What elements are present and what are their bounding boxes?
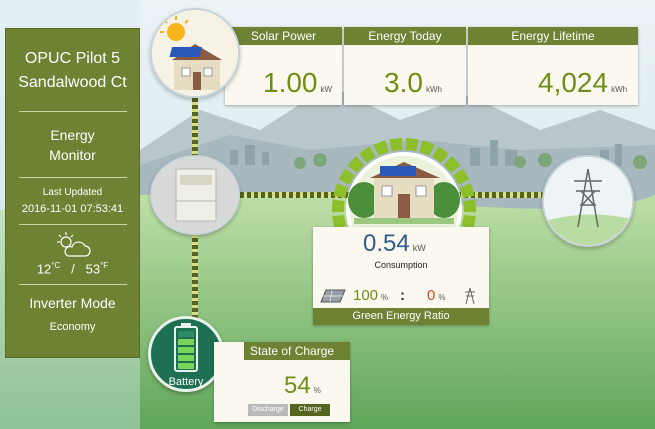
house-icon — [348, 162, 460, 224]
grid-percent-unit: % — [438, 293, 446, 302]
gauge-segment — [405, 138, 419, 152]
battery-node[interactable]: Battery — [148, 316, 224, 392]
gauge-segment — [453, 168, 470, 185]
gauge-segment — [459, 183, 475, 199]
battery-level-bar — [178, 339, 194, 345]
inverter-mode-value: Economy — [49, 321, 96, 334]
green-energy-ratio-label: Green Energy Ratio — [313, 308, 489, 325]
panel-title-line1: Energy — [50, 127, 95, 143]
solar-house-icon — [152, 10, 238, 96]
inverter-node[interactable] — [150, 155, 240, 235]
grid-node[interactable] — [542, 155, 634, 247]
last-updated-label: Last Updated — [42, 187, 103, 198]
site-info-panel: OPUC Pilot 5 Sandalwood Ct Energy Monito… — [5, 28, 140, 358]
energy-today-unit: kWh — [425, 85, 442, 94]
temperature: 12°C / 53°F — [6, 261, 139, 276]
inverter-mode-label: Inverter Mode — [29, 295, 116, 312]
temp-celsius: 12 — [36, 261, 52, 277]
gauge-segment — [359, 146, 376, 164]
temp-fahrenheit-unit: °F — [100, 261, 109, 270]
weather-icon-wrap — [6, 229, 139, 257]
gauge-segment — [419, 140, 435, 156]
temp-separator: / — [71, 261, 75, 277]
grid-energy-percent: 0% — [427, 287, 445, 304]
consumption-label: Consumption — [374, 260, 428, 270]
battery-level-bar — [178, 331, 194, 337]
soc-number: 54 — [284, 372, 311, 399]
solar-power-label: Solar Power — [225, 27, 342, 45]
gauge-segment — [333, 183, 349, 199]
ratio-separator: : — [400, 287, 405, 304]
solar-panel-icon — [320, 289, 346, 303]
solar-power-number: 1.00 — [263, 67, 318, 98]
gauge-segment — [389, 138, 403, 152]
battery-level-bar — [178, 363, 194, 369]
solar-house-node[interactable] — [150, 8, 240, 98]
energy-today-label: Energy Today — [344, 27, 466, 45]
battery-level-bar — [178, 355, 194, 361]
gauge-segment — [432, 146, 449, 164]
grid-percent-number: 0 — [427, 287, 436, 304]
state-of-charge-panel: State of Charge 54% Discharge Charge — [214, 342, 350, 422]
battery-label: Battery — [168, 376, 204, 388]
soc-unit: % — [313, 386, 321, 395]
discharge-button[interactable]: Discharge — [248, 404, 288, 416]
gauge-segment — [463, 199, 476, 213]
green-ratio-gauge — [332, 138, 476, 245]
state-of-charge-label: State of Charge — [244, 342, 350, 360]
battery-level-bar — [178, 347, 194, 353]
panel-title: Energy Monitor — [6, 125, 139, 165]
gauge-segment — [443, 156, 461, 173]
green-percent-unit: % — [381, 293, 389, 302]
gauge-segment — [373, 140, 389, 156]
power-tower-icon — [544, 157, 632, 245]
grid-tower-small-icon — [465, 287, 475, 305]
energy-lifetime-unit: kWh — [611, 85, 628, 94]
gauge-segment — [332, 199, 345, 213]
solar-power-unit: kW — [320, 85, 333, 94]
divider — [18, 224, 127, 225]
temp-fahrenheit: 53 — [85, 261, 101, 277]
gauge-segment — [347, 156, 365, 173]
panel-title-line2: Monitor — [49, 147, 96, 163]
gauge-segment — [461, 215, 476, 229]
green-percent-number: 100 — [353, 287, 379, 304]
site-name-line1: OPUC Pilot 5 — [24, 50, 121, 67]
charge-button[interactable]: Charge — [290, 404, 330, 416]
last-updated-value: 2016-11-01 07:53:41 — [21, 203, 124, 215]
energy-lifetime-label: Energy Lifetime — [468, 27, 638, 45]
state-of-charge-value: 54% — [284, 372, 321, 400]
divider — [18, 111, 127, 112]
inverter-icon — [152, 157, 238, 233]
consumption-number: 0.54 — [363, 230, 410, 257]
energy-lifetime-number: 4,024 — [538, 67, 609, 98]
divider — [18, 284, 127, 286]
temp-celsius-unit: °C — [51, 261, 61, 270]
energy-today-number: 3.0 — [384, 67, 423, 98]
partly-cloudy-icon — [57, 232, 91, 257]
divider — [18, 177, 127, 178]
consumption-unit: kW — [412, 243, 426, 253]
site-name-line2: Sandalwood Ct — [18, 74, 127, 91]
gauge-segment — [332, 215, 347, 229]
battery-icon — [174, 323, 198, 372]
gauge-segment — [338, 168, 355, 185]
green-energy-percent: 100% — [353, 287, 388, 304]
